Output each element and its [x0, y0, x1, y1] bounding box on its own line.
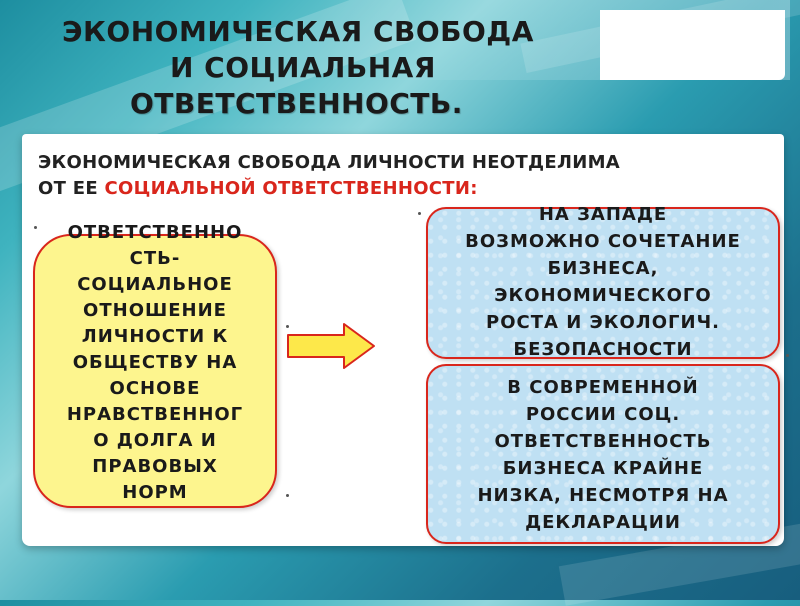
russia-line: В СОВРЕМЕННОЙ — [507, 377, 699, 398]
west-line: НА ЗАПАДЕ — [538, 204, 668, 225]
definition-line: О ДОЛГА И — [93, 430, 217, 451]
lead-highlight: СОЦИАЛЬНОЙ ОТВЕТСТВЕННОСТИ: — [104, 178, 478, 199]
russia-line: НИЗКА, НЕСМОТРЯ НА — [477, 485, 729, 506]
definition-line: ОБЩЕСТВУ НА — [72, 352, 238, 373]
west-line: РОСТА И ЭКОЛОГИЧ. — [486, 312, 720, 333]
title-line-3: ОТВЕТСТВЕННОСТЬ. — [130, 87, 463, 120]
right-arrow-icon — [287, 323, 375, 369]
west-line: БЕЗОПАСНОСТИ — [513, 339, 693, 360]
definition-line: НРАВСТВЕННОГ — [66, 404, 244, 425]
west-box — [426, 207, 780, 359]
lead-line-2-prefix: ОТ ЕЕ — [38, 178, 105, 199]
definition-line: ОТВЕТСТВЕННО — [67, 222, 243, 243]
definition-line: НОРМ — [122, 482, 188, 503]
definition-text: ОТВЕТСТВЕННО СТЬ- СОЦИАЛЬНОЕ ОТНОШЕНИЕ Л… — [40, 220, 270, 506]
lead-line-1: ЭКОНОМИЧЕСКАЯ СВОБОДА ЛИЧНОСТИ НЕОТДЕЛИМ… — [38, 152, 621, 173]
bullet-dot — [34, 226, 37, 229]
title-line-1: ЭКОНОМИЧЕСКАЯ СВОБОДА — [62, 15, 534, 48]
definition-box — [33, 234, 277, 508]
russia-line: ДЕКЛАРАЦИИ — [525, 512, 681, 533]
west-line: БИЗНЕСА, — [547, 258, 659, 279]
bullet-dot — [418, 212, 421, 215]
russia-line: БИЗНЕСА КРАЙНЕ — [502, 458, 704, 479]
title-decor-box — [600, 10, 785, 80]
west-text: НА ЗАПАДЕ ВОЗМОЖНО СОЧЕТАНИЕ БИЗНЕСА, ЭК… — [426, 201, 780, 363]
definition-line: СОЦИАЛЬНОЕ — [77, 274, 233, 295]
lead-line-2: ОТ ЕЕ СОЦИАЛЬНОЙ ОТВЕТСТВЕННОСТИ: — [38, 176, 778, 202]
russia-box — [426, 364, 780, 544]
russia-line: ОТВЕТСТВЕННОСТЬ — [494, 431, 712, 452]
definition-line: ПРАВОВЫХ — [92, 456, 218, 477]
definition-line: СТЬ- — [129, 248, 181, 269]
definition-line: ЛИЧНОСТИ К — [81, 326, 229, 347]
west-line: ВОЗМОЖНО СОЧЕТАНИЕ — [465, 231, 741, 252]
slide-title: ЭКОНОМИЧЕСКАЯ СВОБОДА И СОЦИАЛЬНАЯ ОТВЕТ… — [0, 14, 600, 122]
russia-text: В СОВРЕМЕННОЙ РОССИИ СОЦ. ОТВЕТСТВЕННОСТ… — [426, 374, 780, 536]
russia-line: РОССИИ СОЦ. — [525, 404, 681, 425]
bullet-dot — [286, 494, 289, 497]
bullet-dot — [786, 354, 789, 357]
definition-line: ОСНОВЕ — [109, 378, 201, 399]
lead-statement: ЭКОНОМИЧЕСКАЯ СВОБОДА ЛИЧНОСТИ НЕОТДЕЛИМ… — [38, 150, 778, 202]
west-line: ЭКОНОМИЧЕСКОГО — [494, 285, 712, 306]
bullet-dot — [286, 325, 289, 328]
title-line-2: И СОЦИАЛЬНАЯ — [170, 51, 436, 84]
definition-line: ОТНОШЕНИЕ — [83, 300, 227, 321]
